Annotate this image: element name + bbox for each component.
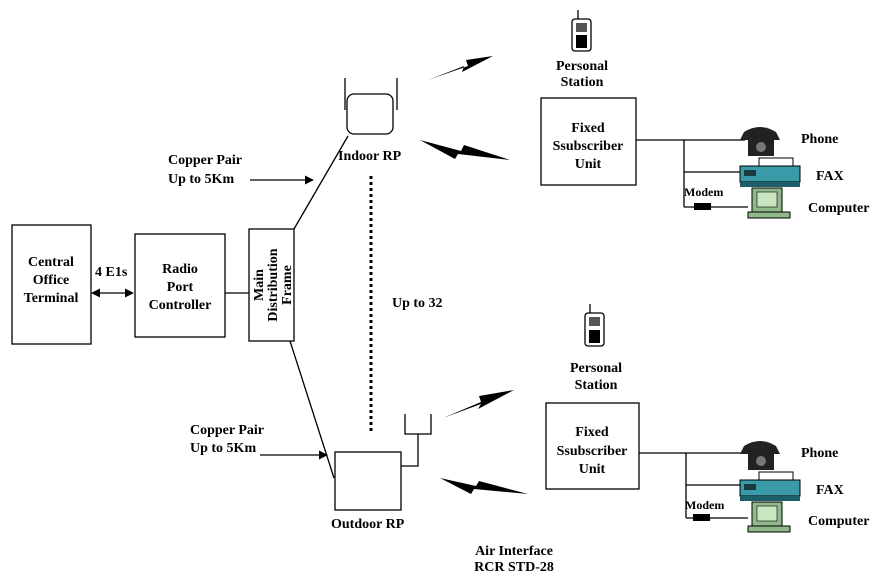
fsu-bottom-line-1: Fixed [575,425,609,440]
fax-bottom: FAX [740,472,844,501]
air-interface-line-2: RCR STD-28 [474,560,554,575]
handset-keypad-bottom [589,330,600,343]
phone-icon-top [740,127,780,140]
terminal-wiring-top [636,140,748,210]
phone-bottom: Phone [740,441,838,470]
personal-station-bottom-line-2: Station [575,378,618,393]
rpc-line-2: Port [167,280,194,295]
mdf-line-1: Main [252,269,267,301]
radio-link-outdoor-ps [443,390,514,418]
copper-bottom-line-1: Copper Pair [190,423,264,438]
modem-bottom [693,514,710,521]
handset-screen-top [576,23,587,32]
fsu-bottom-line-2: Ssubscriber [557,444,628,459]
radio-link-indoor-fsu [420,140,510,160]
phone-top: Phone [740,127,838,156]
central-office-line-2: Office [33,273,70,288]
phone-icon-bottom [740,441,780,454]
central-office-line-3: Terminal [24,291,79,306]
copper-bottom-line-2: Up to 5Km [190,441,256,456]
handset-screen-bottom [589,317,600,326]
air-interface-line-1: Air Interface [475,544,553,559]
central-office-line-1: Central [28,255,74,270]
personal-station-top: Personal Station [556,10,608,90]
modem-label-bottom: Modem [685,498,724,512]
fsu-top-line-3: Unit [575,157,602,172]
computer-label-top: Computer [808,201,869,216]
outdoor-rp: Outdoor RP [331,414,431,532]
fsu-bottom-line-3: Unit [579,462,606,477]
computer-label-bottom: Computer [808,514,869,529]
copper-top-line-2: Up to 5Km [168,172,234,187]
fax-label-bottom: FAX [816,483,844,498]
rpc-line-1: Radio [162,262,198,277]
outdoor-rp-label: Outdoor RP [331,517,405,532]
mdf-outdoor-link [290,341,334,478]
rpc-line-3: Controller [149,298,212,313]
personal-station-top-line-1: Personal [556,59,608,74]
fax-top: FAX [740,158,844,187]
computer-top: Computer [748,188,869,218]
mdf-line-2: Distribution [266,248,281,321]
e1s-label: 4 E1s [95,265,128,280]
modem-label-top: Modem [684,185,723,199]
computer-bottom: Computer [748,502,869,532]
up-to-32-label: Up to 32 [392,296,443,311]
outdoor-antenna [405,414,431,434]
indoor-rp: Indoor RP [338,78,402,164]
main-distribution-frame: Main Distribution Frame [249,229,295,341]
outdoor-antenna-mast [401,434,418,466]
fixed-subscriber-unit-top: Fixed Ssubscriber Unit [541,98,636,185]
personal-station-bottom: Personal Station [570,304,622,393]
indoor-rp-label: Indoor RP [338,149,402,164]
personal-station-top-line-2: Station [561,75,604,90]
radio-port-controller: Radio Port Controller [135,234,225,337]
phone-label-top: Phone [801,132,838,147]
radio-links [420,56,528,494]
copper-top-line-1: Copper Pair [168,153,242,168]
handset-keypad-top [576,35,587,48]
modem-top [694,203,711,210]
mdf-line-3: Frame [280,265,295,305]
fixed-subscriber-unit-bottom: Fixed Ssubscriber Unit [546,403,639,489]
fsu-top-line-2: Ssubscriber [553,139,624,154]
radio-link-outdoor-fsu [440,478,528,494]
phone-label-bottom: Phone [801,446,838,461]
fax-label-top: FAX [816,169,844,184]
radio-link-indoor-ps [428,56,493,80]
central-office-terminal: Central Office Terminal [12,225,91,344]
personal-station-bottom-line-1: Personal [570,361,622,376]
fsu-top-line-1: Fixed [571,121,605,136]
